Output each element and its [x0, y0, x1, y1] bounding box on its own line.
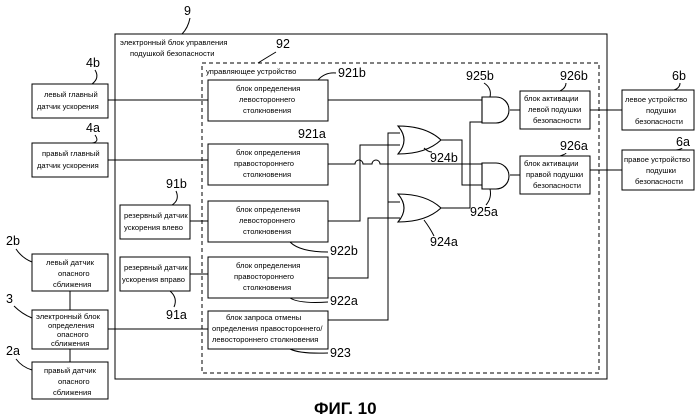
left-main-sensor: левый главный датчик ускорения: [32, 84, 108, 118]
block-921a-label-2: правостороннего: [234, 159, 294, 168]
approach-ecu-label-2: определения: [48, 321, 94, 330]
controller-label: управляющее устройство: [206, 67, 296, 76]
backup-right-sensor-label-1: резервный датчик: [124, 263, 188, 272]
backup-right-sensor: резервный датчик ускорения вправо: [120, 257, 190, 291]
airbag-left-label-2: подушки: [646, 106, 676, 115]
block-922b-label-3: столкновения: [243, 227, 291, 236]
left-approach-label-1: левый датчик: [46, 258, 95, 267]
ref-3: 3: [6, 292, 13, 306]
block-923-label-1: блок запроса отмены: [226, 313, 301, 322]
ecu-label-line1: электронный блок управления: [120, 38, 228, 47]
approach-ecu-label-4: сближения: [51, 339, 89, 348]
ref-926b: 926b: [560, 69, 588, 83]
ref-922b: 922b: [330, 244, 358, 258]
right-main-sensor-label-1: правый главный: [42, 149, 100, 158]
left-approach-sensor: левый датчик опасного сближения: [32, 254, 108, 291]
activation-left-label-1: блок активации: [524, 94, 579, 103]
ref-921b: 921b: [338, 66, 366, 80]
block-921a: блок определения правостороннего столкно…: [208, 144, 328, 185]
approach-ecu-label-1: электронный блок: [36, 312, 101, 321]
ref-9: 9: [184, 4, 191, 18]
activation-left-label-2: левой подушки: [528, 105, 581, 114]
block-923: блок запроса отмены определения правосто…: [208, 311, 328, 349]
right-main-sensor-label-2: датчик ускорения: [37, 161, 99, 170]
airbag-left-label-3: безопасности: [635, 117, 683, 126]
block-921b-label-2: левостороннего: [239, 95, 295, 104]
ref-925a: 925a: [470, 205, 498, 219]
block-923-label-3: левостороннего столкновения: [212, 335, 318, 344]
block-922a-label-2: правостороннего: [234, 272, 294, 281]
left-approach-label-3: сближения: [53, 280, 91, 289]
backup-left-sensor: резервный датчик ускорения влево: [120, 205, 190, 239]
block-921b-label-3: столкновения: [243, 106, 291, 115]
ecu-label-line2: подушкой безопасности: [130, 49, 214, 58]
activation-block-right: блок активации правой подушки безопаснос…: [520, 156, 590, 194]
airbag-right-label-3: безопасности: [635, 177, 683, 186]
ref-922a: 922a: [330, 294, 358, 308]
and-gate-925b: [482, 97, 509, 123]
block-921a-label-3: столкновения: [243, 170, 291, 179]
ref-924b: 924b: [430, 151, 458, 165]
ref-91a: 91a: [166, 308, 187, 322]
activation-left-label-3: безопасности: [533, 116, 581, 125]
right-main-sensor: правый главный датчик ускорения: [32, 143, 108, 177]
block-922b: блок определения левостороннего столкнов…: [208, 201, 328, 242]
ref-921a: 921a: [298, 127, 326, 141]
airbag-right-label-2: подушки: [646, 166, 676, 175]
right-approach-label-1: правый датчик: [44, 366, 97, 375]
figure-title: ФИГ. 10: [314, 399, 377, 418]
block-921a-label-1: блок определения: [236, 148, 300, 157]
ref-6a: 6a: [676, 135, 690, 149]
right-approach-label-2: опасного: [58, 377, 90, 386]
block-921b-label-1: блок определения: [236, 84, 300, 93]
activation-right-label-3: безопасности: [533, 181, 581, 190]
activation-right-label-2: правой подушки: [526, 170, 583, 179]
block-922a-label-1: блок определения: [236, 261, 300, 270]
approach-ecu-label-3: опасного: [57, 330, 89, 339]
ref-924a: 924a: [430, 235, 458, 249]
right-approach-label-3: сближения: [53, 388, 91, 397]
backup-right-sensor-label-2: ускорения вправо: [122, 275, 185, 284]
ref-4b: 4b: [86, 56, 100, 70]
airbag-device-right: правое устройство подушки безопасности: [622, 150, 694, 190]
airbag-device-left: левое устройство подушки безопасности: [622, 90, 694, 130]
ref-925b: 925b: [466, 69, 494, 83]
left-main-sensor-label-1: левый главный: [44, 90, 98, 99]
ref-926a: 926a: [560, 139, 588, 153]
activation-block-left: блок активации левой подушки безопасност…: [520, 91, 590, 129]
left-approach-label-2: опасного: [58, 269, 90, 278]
airbag-right-label-1: правое устройство: [624, 155, 690, 164]
ref-92: 92: [276, 37, 290, 51]
ref-6b: 6b: [672, 69, 686, 83]
block-921b: блок определения левостороннего столкнов…: [208, 80, 328, 121]
ref-4a: 4a: [86, 121, 100, 135]
block-922a: блок определения правостороннего столкно…: [208, 257, 328, 298]
ref-923: 923: [330, 346, 351, 360]
block-922b-label-1: блок определения: [236, 205, 300, 214]
block-922b-label-2: левостороннего: [239, 216, 295, 225]
approach-ecu: электронный блок определения опасного сб…: [32, 310, 108, 349]
airbag-left-label-1: левое устройство: [625, 95, 687, 104]
and-gate-925a: [482, 163, 509, 189]
right-approach-sensor: правый датчик опасного сближения: [32, 362, 108, 399]
ref-2b: 2b: [6, 234, 20, 248]
left-main-sensor-label-2: датчик ускорения: [37, 102, 99, 111]
ref-91b: 91b: [166, 177, 187, 191]
activation-right-label-1: блок активации: [524, 159, 579, 168]
block-923-label-2: определения правостороннего/: [212, 324, 323, 333]
backup-left-sensor-label-1: резервный датчик: [124, 211, 188, 220]
ref-2a: 2a: [6, 344, 20, 358]
block-922a-label-3: столкновения: [243, 283, 291, 292]
backup-left-sensor-label-2: ускорения влево: [124, 223, 183, 232]
